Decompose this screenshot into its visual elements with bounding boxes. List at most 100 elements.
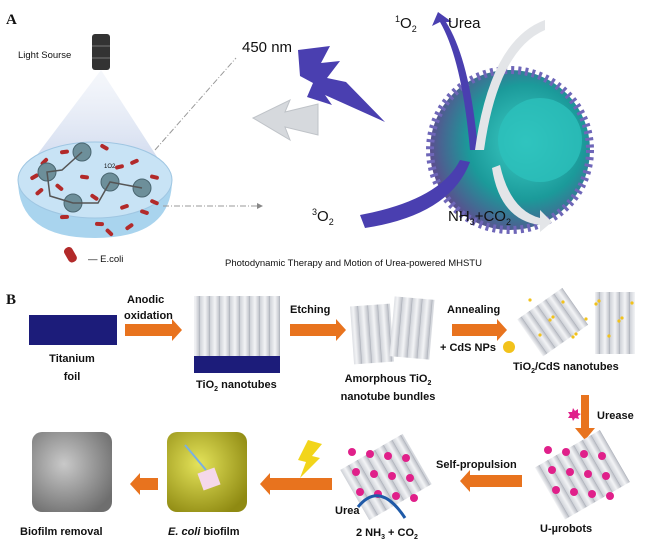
ecoli-cell (35, 188, 44, 196)
cds-dot (594, 302, 598, 306)
urease-dot (548, 466, 556, 474)
urease-dot (392, 492, 400, 500)
tio2-nanotubes-label: TiO2 nanotubes (196, 379, 277, 393)
amorphous-nanotube-bundles (350, 296, 435, 365)
ecoli-cell (100, 144, 109, 151)
urea-in-arrow (475, 20, 545, 150)
urease-enzyme-icon (568, 408, 581, 421)
biofilm-removal-label: Biofilm removal (20, 526, 103, 538)
cds-dot (561, 300, 565, 304)
ecoli-cell (60, 149, 69, 155)
titanium-foil (29, 315, 117, 345)
etching-label: Etching (290, 304, 330, 316)
panel-b-label: B (6, 292, 16, 308)
tio2-nanotubes (194, 296, 280, 373)
urease-label: Urease (597, 410, 634, 422)
ecoli-cell (40, 157, 49, 166)
ecoli-cell (120, 204, 129, 210)
self-propulsion-label: Self-propulsion (436, 459, 517, 471)
ecoli-cell (60, 214, 69, 220)
light-bolt-icon (298, 440, 322, 478)
robot-trajectory (46, 151, 143, 204)
urea-label-b: Urea (335, 505, 360, 517)
ecoli-cell (55, 183, 64, 191)
urease-dot (370, 470, 378, 478)
urease-dot (356, 488, 364, 496)
ecoli-cell (115, 164, 124, 170)
cds-dot (538, 333, 542, 337)
panel-a-caption: Photodynamic Therapy and Motion of Urea-… (225, 258, 482, 269)
cds-nps-label: + CdS NPs (440, 342, 496, 354)
annealing-label: Annealing (447, 304, 500, 316)
urease-dot (562, 448, 570, 456)
ecoli-legend-label: — E.coli (88, 254, 123, 265)
urease-dot (544, 446, 552, 454)
ecoli-cell (130, 158, 139, 165)
cds-dot (617, 319, 621, 323)
tio2-cds-nanotubes (517, 287, 635, 357)
ecoli-cell (150, 199, 159, 206)
o2-in-arrow (360, 160, 470, 228)
cds-dot (630, 301, 634, 305)
process-arrows (125, 319, 595, 495)
tio2-cds-label: TiO2/CdS nanotubes (513, 361, 619, 375)
cds-dot (597, 299, 601, 303)
ecoli-cell (30, 173, 39, 180)
light-source-icon (92, 34, 110, 70)
urease-dot (584, 470, 592, 478)
cds-dot (620, 316, 624, 320)
urease-dot (352, 468, 360, 476)
ecoli-legend-icon (63, 247, 77, 263)
o2-out-arrow (432, 12, 478, 150)
reaction-products-label: 2 NH3 + CO2 (356, 527, 418, 541)
light-source-label: Light Sourse (18, 50, 71, 61)
products-label: NH3+CO2 (448, 208, 511, 227)
ecoli-cell (150, 174, 159, 180)
urea-label: Urea (448, 15, 481, 32)
urease-dot (602, 472, 610, 480)
urease-dot (570, 488, 578, 496)
cds-dot (548, 318, 552, 322)
urease-dot (384, 452, 392, 460)
urease-dot (348, 448, 356, 456)
urea-flow-arrow (356, 494, 407, 519)
triplet-oxygen-label: 3O2 (312, 207, 334, 227)
singlet-oxygen-label: 1O2 (395, 14, 417, 34)
products-out-arrow (492, 165, 552, 232)
biofilm-removal-tile (32, 432, 112, 512)
urease-dot (552, 486, 560, 494)
cds-dot (607, 334, 611, 338)
urease-dot (406, 474, 414, 482)
ecoli-cell (125, 223, 134, 231)
ecoli-cells (30, 144, 159, 237)
panel-a-label: A (6, 12, 17, 28)
ecoli-biofilm-tile (167, 432, 247, 512)
urease-dot (606, 492, 614, 500)
cds-dot (528, 298, 532, 302)
ecoli-cell (140, 209, 149, 215)
urease-dot (410, 494, 418, 502)
u-microrobots (534, 430, 630, 520)
urease-dot (588, 490, 596, 498)
ecoli-cell (90, 193, 99, 201)
urease-dot (580, 450, 588, 458)
urease-dot (388, 472, 396, 480)
dish-o2-label: 1O2 (104, 164, 116, 170)
cds-dot (551, 315, 555, 319)
propelling-microrobot (340, 433, 432, 521)
cds-dot (574, 332, 578, 336)
urease-dot (598, 452, 606, 460)
urease-dot (366, 450, 374, 458)
cds-dot (571, 335, 575, 339)
motion-arrow-icon (251, 98, 319, 142)
u-microrobots-label: U-µrobots (540, 523, 592, 535)
ecoli-cell (105, 228, 114, 237)
ecoli-biofilm-label: E. coli biofilm (168, 526, 240, 538)
ecoli-cell (80, 174, 89, 180)
ecoli-cell (95, 221, 104, 227)
urease-dot (566, 468, 574, 476)
